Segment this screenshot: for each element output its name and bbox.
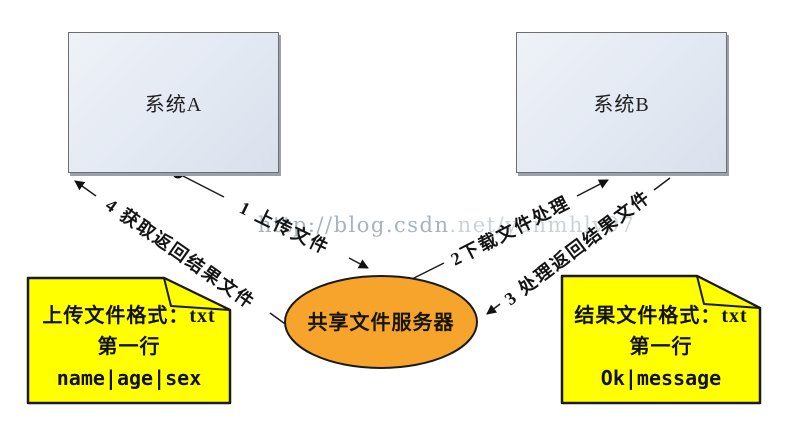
note-left-line2: 第一行 [97,336,161,358]
watermark: http://blog.csdn.net/yanmhlv97 [258,213,635,237]
flow2-line-b [576,179,609,197]
system-b-box: 系统B [516,32,727,173]
note-right-line2: 第一行 [629,336,693,358]
note-right-shape [560,274,762,405]
note-left-line1: 上传文件格式：txt [42,305,216,327]
note-right-text: 结果文件格式：txt 第一行 Ok|message [564,301,758,394]
watermark-url-tail: .net/yanmhlv97 [449,213,636,237]
server-ellipse [284,275,478,369]
system-a-label: 系统A [144,94,203,116]
note-left-shape [26,276,232,405]
note-left-line3: name|age|sex [56,366,202,390]
flow4-line-b [74,180,97,197]
flow1-line-a [180,174,225,198]
flow3-line-b [486,303,501,315]
note-right-line1: 结果文件格式：txt [574,305,748,327]
note-right-line3: Ok|message [600,366,722,390]
flow1-line-b [348,257,369,269]
watermark-url-head: http://blog.csdn [258,213,450,237]
server-label: 共享文件服务器 [307,312,455,334]
system-a-box: 系统A [68,32,279,173]
system-b-label: 系统B [593,94,650,116]
flow3-line-a [653,177,671,191]
note-left-text: 上传文件格式：txt 第一行 name|age|sex [30,301,228,394]
